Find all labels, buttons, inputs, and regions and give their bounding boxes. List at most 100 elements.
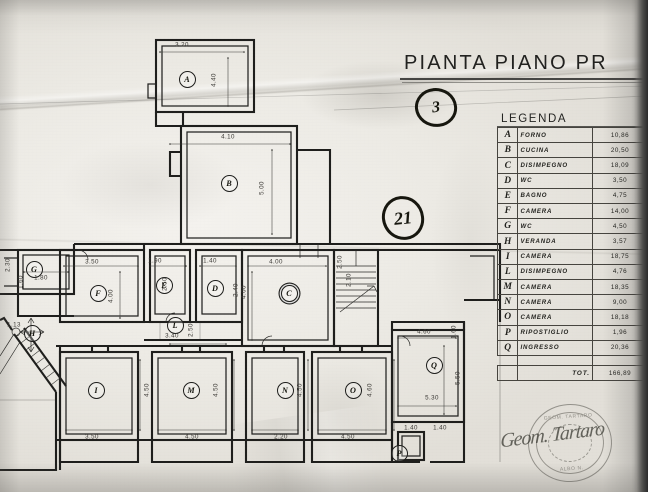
room-marker-m: M bbox=[182, 381, 200, 399]
legend-room-name: BAGNO bbox=[517, 187, 593, 205]
legend-room-letter: M bbox=[496, 278, 519, 296]
legend-room-letter: A bbox=[496, 127, 519, 144]
legend-room-name: CAMERA bbox=[517, 309, 593, 326]
dimension-label: 3.20 bbox=[175, 41, 189, 49]
room-b-walls bbox=[168, 124, 332, 258]
dimension-label: 4.60 bbox=[417, 328, 431, 336]
legend-room-letter: E bbox=[496, 187, 519, 205]
dimension-label: 5.50 bbox=[454, 371, 462, 385]
dimension-label: 4.50 bbox=[296, 383, 304, 397]
room-marker-a: A bbox=[178, 70, 196, 88]
room-marker-l: L bbox=[166, 316, 184, 334]
legend-room-letter: O bbox=[496, 309, 519, 326]
legend-room-letter: I bbox=[496, 248, 519, 265]
dimension-label: 2.40 bbox=[232, 283, 240, 297]
legend-room-name: DISIMPEGNO bbox=[517, 157, 593, 174]
legend-room-name: CUCINA bbox=[517, 142, 593, 159]
legend-room-name: WC bbox=[517, 218, 593, 235]
legend-total-pad bbox=[496, 364, 519, 382]
room-marker-q: Q bbox=[425, 356, 443, 374]
dimension-label: 3.50 bbox=[85, 433, 99, 441]
dimension-label: 4.60 bbox=[366, 383, 374, 397]
legend-room-name: CAMERA bbox=[517, 278, 593, 296]
dimension-label: 4.50 bbox=[212, 383, 220, 397]
legend-room-letter: B bbox=[496, 142, 519, 159]
dimension-label: 2.50 bbox=[187, 323, 195, 337]
room-a-walls bbox=[147, 38, 256, 128]
room-marker-o: O bbox=[344, 381, 362, 399]
legend-heading: LEGENDA bbox=[501, 113, 568, 125]
legend-room-name: CAMERA bbox=[517, 294, 593, 311]
legend-room-letter: F bbox=[496, 203, 519, 220]
room-marker-p: P bbox=[390, 444, 408, 462]
legend-room-name: VERANDA bbox=[517, 233, 593, 250]
room-marker-i: I bbox=[87, 381, 105, 399]
dimension-label: 4.00 bbox=[107, 289, 115, 303]
legend-room-name: DISIMPEGNO bbox=[517, 263, 593, 280]
legend-spacer-row bbox=[497, 354, 648, 366]
legend-room-letter: P bbox=[496, 324, 519, 341]
legend-room-letter: C bbox=[496, 157, 519, 174]
dimension-label: 1.40 bbox=[433, 424, 447, 432]
legend-room-letter: D bbox=[496, 172, 519, 189]
dimension-label: 1.40 bbox=[203, 257, 217, 265]
dimension-label: 4.40 bbox=[210, 73, 218, 87]
title-underline-secondary bbox=[402, 82, 646, 83]
room-marker-b: B bbox=[220, 174, 238, 192]
dimension-label: 4.00 bbox=[269, 258, 283, 266]
room-marker-f: F bbox=[89, 284, 107, 302]
legend-room-name: CAMERA bbox=[517, 203, 593, 220]
dimension-label: 5.00 bbox=[258, 181, 266, 195]
dimension-label: 2.50 bbox=[336, 255, 344, 269]
legend-total-row: TOT.166,89 bbox=[496, 364, 648, 382]
legend-heading-rule bbox=[497, 126, 648, 128]
dimension-label: 4.50 bbox=[185, 433, 199, 441]
room-marker-c: C bbox=[280, 284, 298, 302]
legend-room-letter: H bbox=[496, 233, 519, 250]
dimension-label: 2.30 bbox=[4, 258, 12, 272]
legend-room-name: FORNO bbox=[517, 127, 593, 144]
dimension-label: 1.80 bbox=[34, 274, 48, 282]
dimension-label: 2.50 bbox=[161, 277, 169, 291]
dimension-label: 4.50 bbox=[341, 433, 355, 441]
room-marker-n: N bbox=[276, 381, 294, 399]
legend-room-name: CAMERA bbox=[517, 248, 593, 265]
dimension-label: 3.50 bbox=[85, 258, 99, 266]
legend-room-name: WC bbox=[517, 172, 593, 189]
dimension-label: 1.13 bbox=[7, 321, 21, 329]
dimension-label: 2.20 bbox=[274, 433, 288, 441]
dimension-label: 5.30 bbox=[425, 394, 439, 402]
legend-room-letter: G bbox=[496, 218, 519, 235]
title-underline bbox=[400, 78, 648, 80]
legend-room-letter: L bbox=[496, 263, 519, 280]
dimension-label: 1.90 bbox=[148, 257, 162, 265]
scan-dark-edge bbox=[634, 0, 648, 492]
legend-total-label: TOT. bbox=[517, 364, 593, 382]
dimension-label: 2.10 bbox=[345, 273, 353, 287]
legend-room-name: RIPOSTIGLIO bbox=[517, 324, 593, 341]
legend-room-letter: N bbox=[496, 294, 519, 311]
dimension-label: 4.50 bbox=[143, 383, 151, 397]
dimension-label: 1.60 bbox=[17, 275, 25, 289]
page-title: PIANTA PIANO PR bbox=[404, 52, 608, 74]
dimension-label: 4.00 bbox=[240, 285, 248, 299]
room-marker-h: H bbox=[23, 324, 41, 342]
legend-room-letter: Q bbox=[496, 339, 519, 356]
